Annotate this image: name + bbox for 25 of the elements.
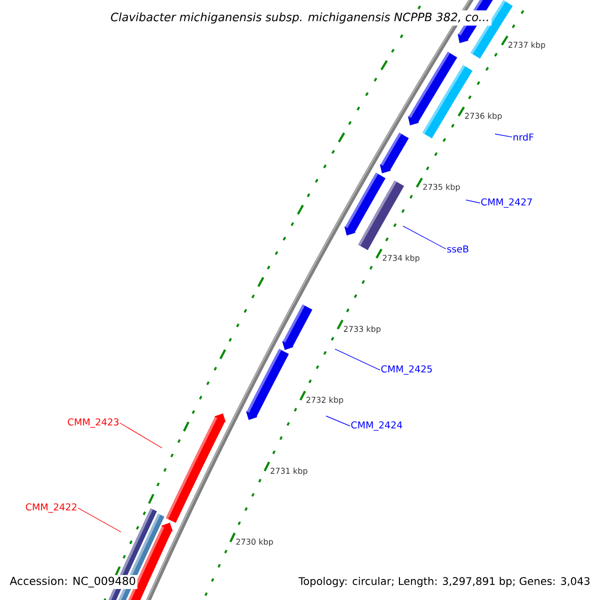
leader-line <box>466 200 480 204</box>
gene-label: CMM_2422 <box>26 503 76 513</box>
gene-label: CMM_2425 <box>381 365 432 375</box>
leader-line <box>402 226 446 250</box>
leader-line <box>326 416 350 426</box>
tick-label: 2734 kbp <box>382 254 420 262</box>
tick-label: 2731 kbp <box>270 468 308 476</box>
leader-line <box>494 134 512 138</box>
tick-label: 2735 kbp <box>423 184 460 192</box>
leader-line <box>120 422 162 448</box>
gene-label: CMM_2423 <box>68 418 119 428</box>
tick-label: 2736 kbp <box>465 112 502 120</box>
gene-label: CMM_2424 <box>351 421 402 431</box>
leader-line <box>334 348 380 370</box>
title: Clavibacter michiganensis subsp. michiganensis NCPPB 382, co... <box>108 10 492 26</box>
accession-label: Accession: NC_009480 <box>8 575 138 589</box>
tick-label: 2737 kbp <box>508 42 546 50</box>
gene-label: nrdF <box>514 133 534 141</box>
tick-label: 2730 kbp <box>236 538 273 546</box>
summary-label: Topology: circular; Length: 3,297,891 bp; Genes: 3,043 <box>297 575 592 589</box>
tick-label: 2733 kbp <box>344 326 381 334</box>
gene-label: CMM_2427 <box>481 198 532 208</box>
gene-label: sseB <box>447 245 468 253</box>
tick-label: 2732 kbp <box>306 396 344 404</box>
leader-line <box>78 508 122 532</box>
